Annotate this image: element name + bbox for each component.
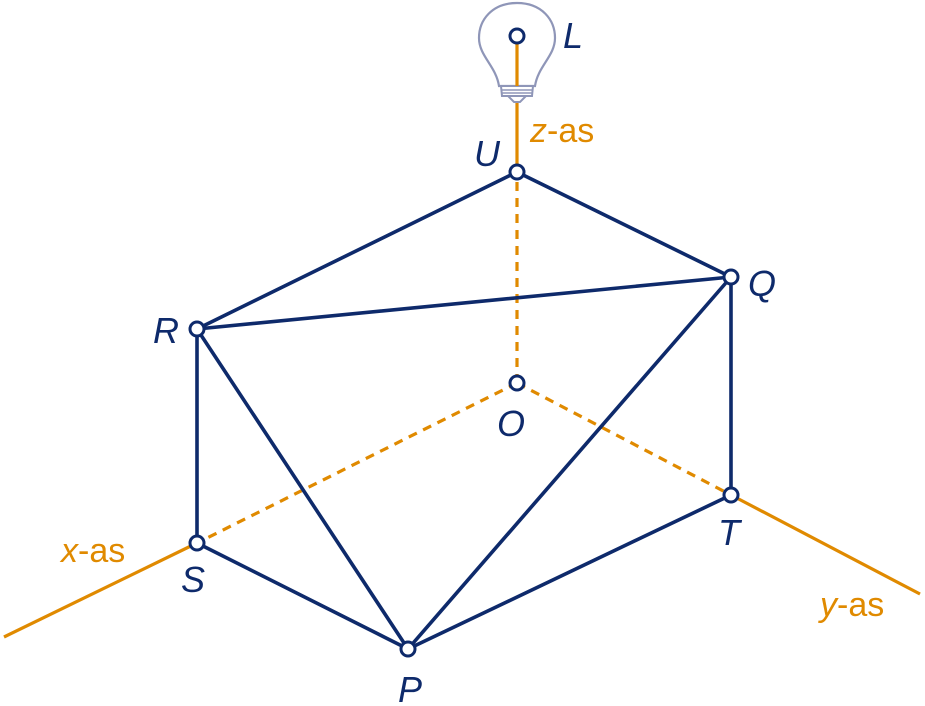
solid-edges [195,170,733,651]
edge-UR [195,170,519,331]
point-T [722,486,740,504]
label-S: S [181,559,205,600]
label-O: O [497,403,525,444]
edge-UQ [515,170,733,279]
point-U [508,163,526,181]
x-axis-label: x-as [59,532,125,570]
edge-QP [406,275,733,651]
y-axis-label: y-as [818,586,884,624]
label-U: U [474,133,501,174]
point-R [188,320,206,338]
label-T: T [718,512,743,553]
point-Q [722,268,740,286]
label-Q: Q [748,263,776,304]
label-P: P [398,669,422,706]
point-P [399,640,417,658]
x-axis [3,541,198,639]
z-axis-label: z-as [529,112,594,150]
point-O [508,374,526,392]
edge-RP [195,327,410,651]
edge-RQ [195,275,733,331]
label-L: L [563,15,583,56]
edge-SP [195,541,410,651]
point-L [508,27,526,45]
y-axis-hidden [516,381,732,497]
edge-TP [406,493,733,651]
label-R: R [153,310,179,351]
x-axis-hidden [196,381,518,545]
y-axis [730,493,921,596]
point-S [188,534,206,552]
